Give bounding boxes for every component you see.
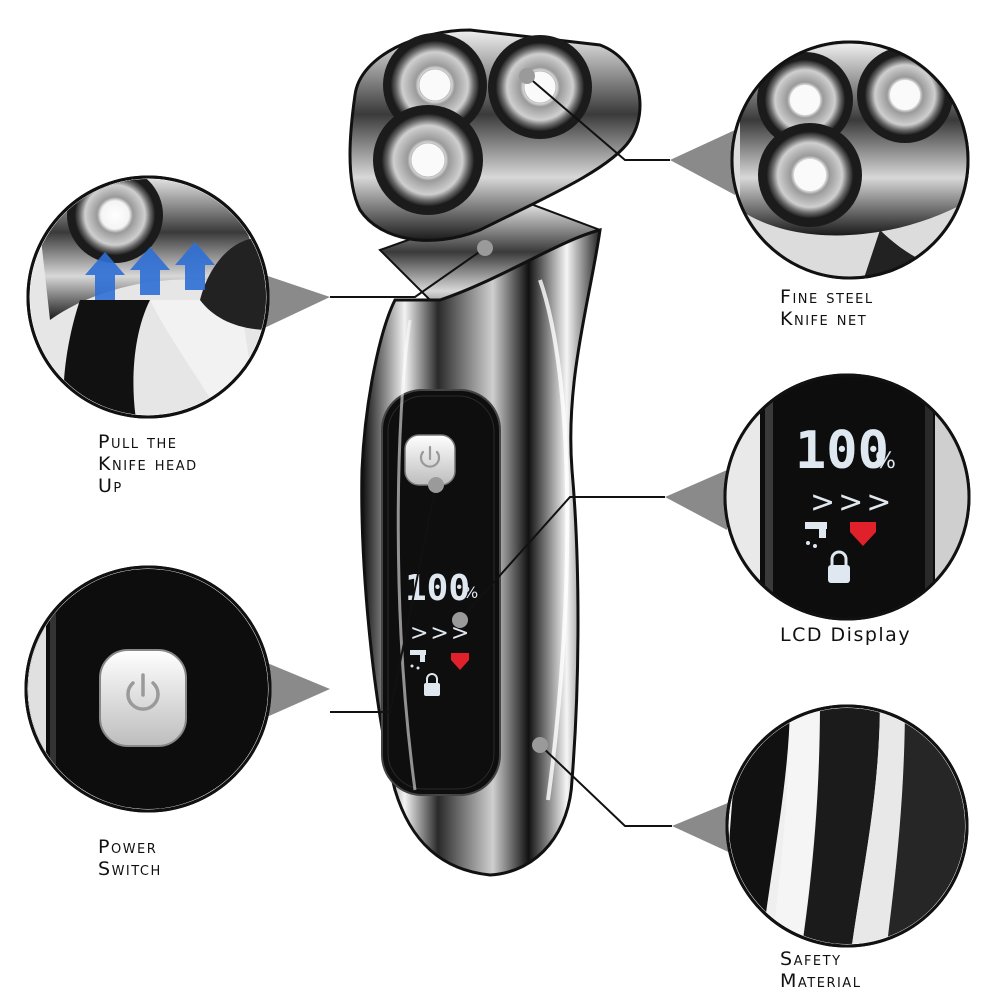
body-charge-icon — [451, 653, 469, 670]
label-line: switch — [98, 858, 162, 880]
label-line: up — [98, 475, 123, 497]
up-arrow-icon — [85, 242, 215, 300]
label-line: LCD Display — [780, 624, 912, 646]
label-power-switch: Power switch — [98, 836, 162, 880]
label-line: Fine steel — [780, 286, 874, 308]
callout-safety-material-zoom — [672, 704, 969, 948]
callout-power-switch-zoom — [24, 565, 330, 813]
body-lock-icon — [424, 673, 440, 696]
leader-lines — [330, 68, 672, 827]
zoom-water-icon — [805, 522, 827, 548]
body-lcd: 100 % >>> — [405, 568, 478, 696]
body-water-icon — [410, 650, 426, 670]
zoom-lock-icon — [828, 550, 850, 583]
label-pull-knife-head-up: Pull the knife head up — [98, 431, 198, 497]
body-power-button[interactable] — [404, 434, 456, 486]
leader-power — [330, 484, 437, 713]
leader-safety — [539, 744, 672, 827]
callout-pull-head-zoom — [26, 175, 330, 419]
zoom-lcd-percent-sign: % — [875, 449, 896, 474]
label-fine-steel-knife-net: Fine steel knife net — [780, 286, 874, 330]
zoom-lcd-arrows: >>> — [810, 485, 894, 520]
zoom-lcd-percent: 100 — [795, 421, 889, 481]
shaver-body — [360, 198, 602, 877]
body-lcd-percent-sign: % — [463, 583, 478, 602]
label-line: knife net — [780, 308, 868, 330]
leader-pull-head — [330, 247, 486, 298]
label-line: knife head — [98, 453, 198, 475]
callout-lcd-zoom: 100 % >>> — [665, 373, 971, 621]
label-line: Safety — [780, 948, 842, 970]
leader-lcd — [459, 496, 665, 621]
zoom-charge-icon — [850, 522, 876, 546]
leader-knife-net — [526, 75, 670, 161]
callout-knife-net-zoom — [670, 40, 970, 280]
label-line: Pull the — [98, 431, 178, 453]
label-safety-material: Safety material — [780, 948, 861, 992]
label-lcd-display: LCD Display — [780, 624, 911, 646]
label-line: material — [780, 970, 862, 992]
label-line: Power — [98, 836, 158, 858]
head-blade-3 — [373, 105, 483, 215]
